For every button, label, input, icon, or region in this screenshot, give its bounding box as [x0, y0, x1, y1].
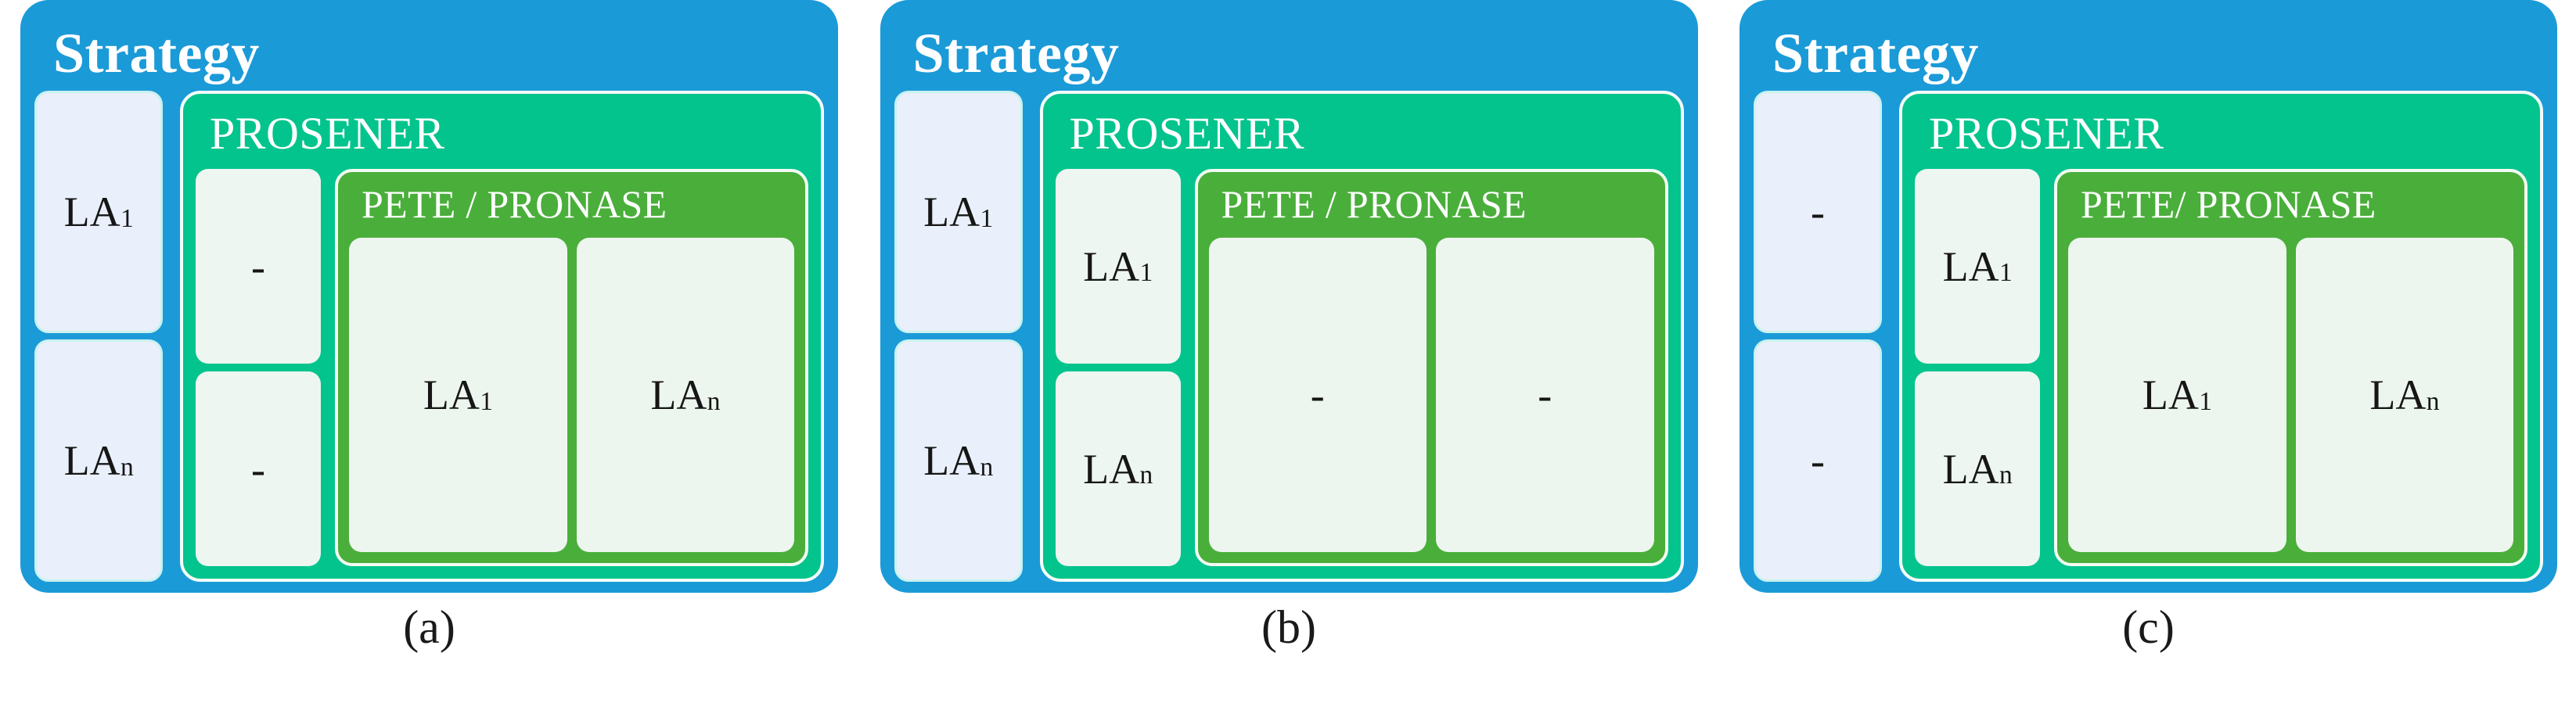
pete-chip-b-1-label: - [1310, 371, 1325, 418]
prosener-container-a: PROSENER - - PETE / PRONASE [180, 91, 824, 582]
outer-chip-c-1[interactable]: - [1754, 91, 1882, 333]
pete-chip-a-1-subscript: 1 [480, 386, 493, 416]
outer-chip-a-2-subscript: n [120, 452, 134, 482]
pete-chip-b-1[interactable]: - [1208, 238, 1427, 552]
prosener-chip-c-1-label: LA [1942, 242, 1999, 290]
prosener-chip-a-2[interactable]: - [196, 371, 321, 566]
pete-chip-c-1-subscript: 1 [2199, 386, 2212, 416]
strategy-title-b: Strategy [912, 22, 1120, 84]
strategy-title-c: Strategy [1772, 22, 1979, 84]
strategy-title-a: Strategy [53, 22, 260, 84]
outer-chip-b-2-label: LA [923, 437, 980, 484]
prosener-title-c: PROSENER [1929, 108, 2164, 159]
pete-pronase-title-a: PETE / PRONASE [362, 182, 667, 226]
pete-chip-a-1-label: LA [423, 371, 480, 418]
pete-pronase-body-b: - - [1208, 238, 1654, 552]
outer-chip-a-2-label: LA [63, 437, 121, 484]
panel-caption-c: (c) [2122, 601, 2175, 653]
prosener-chip-a-2-label: - [251, 445, 265, 493]
outer-agent-column-c: - - [1754, 91, 1882, 582]
outer-chip-c-2[interactable]: - [1754, 339, 1882, 582]
panel-caption-b: (b) [1261, 601, 1316, 653]
outer-chip-b-2-subscript: n [980, 452, 994, 482]
outer-chip-c-2-label: - [1811, 437, 1825, 484]
outer-chip-b-1-subscript: 1 [980, 203, 994, 233]
outer-chip-c-1-label: - [1811, 188, 1825, 235]
prosener-title-a: PROSENER [210, 108, 445, 159]
pete-chip-c-2-label: LA [2369, 371, 2427, 418]
prosener-chip-c-2-label: LA [1942, 445, 1999, 493]
pete-chip-b-2-label: - [1538, 371, 1552, 418]
pete-chip-c-1-label: LA [2142, 371, 2199, 418]
pete-chip-a-2-subscript: n [707, 386, 721, 416]
prosener-chip-c-2-subscript: n [1999, 461, 2013, 490]
pete-chip-a-2-label: LA [650, 371, 707, 418]
pete-pronase-title-b: PETE / PRONASE [1221, 182, 1527, 226]
pete-chip-c-2-subscript: n [2426, 386, 2440, 416]
prosener-title-b: PROSENER [1069, 108, 1305, 159]
prosener-chip-b-1-label: LA [1083, 242, 1140, 290]
pete-chip-b-2[interactable]: - [1436, 238, 1654, 552]
prosener-chip-b-2-label: LA [1083, 445, 1140, 493]
panel-caption-a: (a) [403, 601, 455, 653]
pete-pronase-container-b: PETE / PRONASE - - [1194, 169, 1668, 566]
outer-chip-a-1-subscript: 1 [120, 203, 134, 233]
outer-chip-b-1-label: LA [923, 188, 980, 235]
prosener-chip-a-1[interactable]: - [196, 169, 321, 364]
prosener-chip-b-1-subscript: 1 [1139, 258, 1153, 288]
prosener-chip-b-2-subscript: n [1139, 461, 1153, 490]
outer-chip-a-1-label: LA [63, 188, 121, 235]
prosener-chip-c-1-subscript: 1 [1999, 258, 2013, 288]
pete-pronase-title-c: PETE/ PRONASE [2081, 182, 2376, 226]
prosener-chip-a-1-label: - [251, 242, 265, 290]
prosener-agent-column-a: - - [196, 169, 321, 566]
